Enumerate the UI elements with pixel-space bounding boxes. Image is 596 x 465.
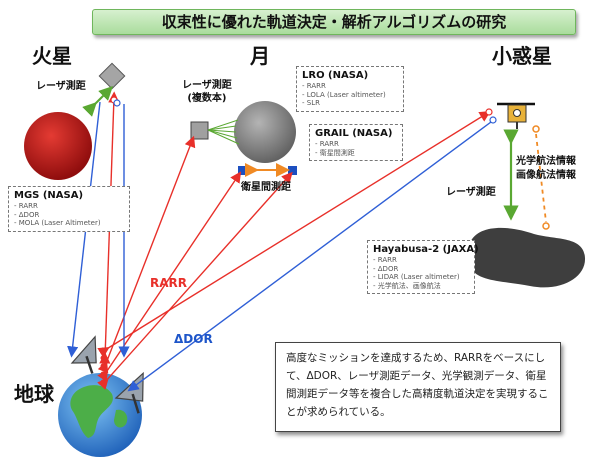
hayabusa2-item: RARR <box>373 256 469 265</box>
ddor-label: ΔDOR <box>174 332 213 346</box>
hayabusa2-info-box: Hayabusa-2 (JAXA) RARR ΔDOR LIDAR (Laser… <box>367 240 479 295</box>
asteroid-laser-label: レーザ測距 <box>446 187 496 198</box>
inter-satellite-label: 衛星間測距 <box>241 182 291 193</box>
optical-nav-link <box>535 133 547 223</box>
lro-item: SLR <box>302 99 398 108</box>
mgs-item: ΔDOR <box>14 211 124 220</box>
asteroid-label: 小惑星 <box>492 44 552 68</box>
moon-laser-label-line1: レーザ測距 <box>182 80 232 91</box>
grail-info-box: GRAIL (NASA) RARR 衛星間測距 <box>309 124 403 162</box>
lro-title: LRO (NASA) <box>302 70 369 81</box>
mgs-title: MGS (NASA) <box>14 190 84 201</box>
earth-link-endpoints <box>100 347 106 385</box>
mgs-item: MOLA (Laser Altimeter) <box>14 219 124 228</box>
laser-beam <box>207 125 237 131</box>
mars-laser-label: レーザ測距 <box>36 81 86 92</box>
optical-nav-label: 光学航法情報 <box>516 156 576 167</box>
grail-item: RARR <box>315 140 397 149</box>
moon-laser-label: レーザ測距 (複数本) <box>182 79 232 105</box>
grail-b-spacecraft <box>288 166 297 175</box>
earth-label: 地球 <box>14 382 54 406</box>
moon-label: 月 <box>250 44 270 68</box>
mars-label: 火星 <box>32 44 72 68</box>
lro-item: RARR <box>302 82 398 91</box>
moon-laser-label-line2: (複数本) <box>187 93 227 104</box>
lro-info-box: LRO (NASA) RARR LOLA (Laser altimeter) S… <box>296 66 404 112</box>
earth-continent <box>70 385 113 438</box>
lro-item: LOLA (Laser altimeter) <box>302 91 398 100</box>
title-banner: 収束性に優れた軌道決定・解析アルゴリズムの研究 <box>92 9 576 35</box>
mgs-spacecraft <box>98 62 126 90</box>
mgs-info-box: MGS (NASA) RARR ΔDOR MOLA (Laser Altimet… <box>8 186 130 232</box>
summary-box: 高度なミッションを達成するため、RARRをベースにして、ΔDOR、レーザ測距デー… <box>275 342 561 432</box>
hayabusa2-title: Hayabusa-2 (JAXA) <box>373 244 479 255</box>
moon-body <box>234 101 296 163</box>
lro-spacecraft <box>190 121 209 140</box>
laser-beam <box>207 119 239 131</box>
hayabusa2-item: ΔDOR <box>373 265 469 274</box>
grail-a-spacecraft <box>238 166 247 175</box>
earth-continent <box>114 409 128 428</box>
asteroid-body <box>467 227 586 288</box>
hayabusa2-item: LIDAR (Laser altimeter) <box>373 273 469 282</box>
mgs-item: RARR <box>14 202 124 211</box>
grail-item: 衛星間測距 <box>315 149 397 158</box>
grail-title: GRAIL (NASA) <box>315 128 393 139</box>
mars-planet <box>24 112 92 180</box>
image-nav-label: 画像航法情報 <box>516 170 576 181</box>
rarr-label: RARR <box>150 276 188 290</box>
hayabusa2-item: 光学航法、画像航法 <box>373 282 469 291</box>
